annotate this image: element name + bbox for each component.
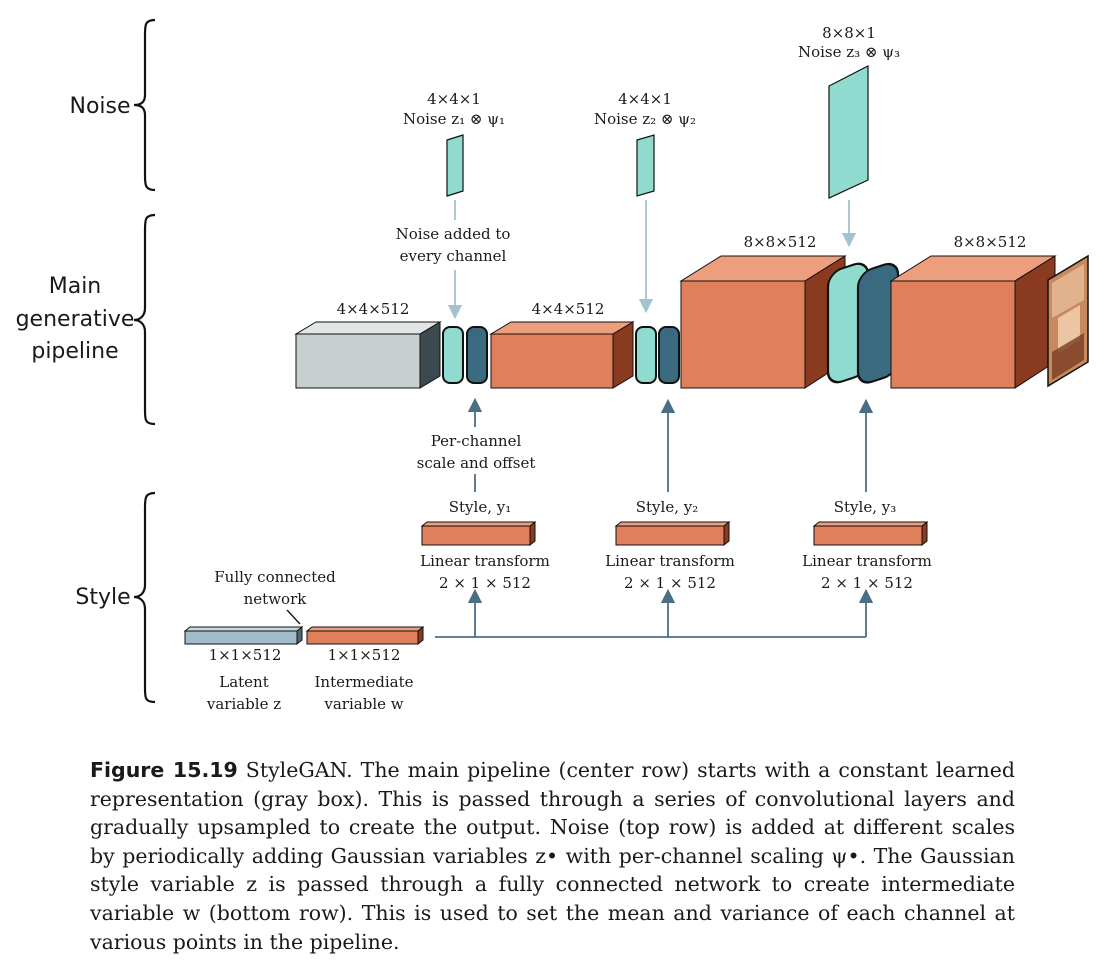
style-1-transform: Linear transform bbox=[420, 552, 550, 570]
style-row-label: Style bbox=[75, 585, 130, 610]
style-3-label: Style, y₃ bbox=[834, 498, 896, 516]
output-image bbox=[1047, 254, 1089, 388]
main-row-label-line3: pipeline bbox=[31, 339, 118, 364]
noise-added-line1: Noise added to bbox=[396, 225, 511, 243]
noise-row-label: Noise bbox=[69, 94, 130, 119]
intermediate-label-line1: Intermediate bbox=[314, 673, 413, 691]
noise-map-2-size: 4×4×1 bbox=[618, 90, 672, 108]
noise-map-1-label: Noise z₁ ⊗ ψ₁ bbox=[403, 110, 505, 128]
latent-variable-bar bbox=[183, 625, 304, 646]
caption-text: StyleGAN. The main pipeline (center row)… bbox=[90, 758, 1015, 954]
block-2-size: 4×4×512 bbox=[532, 300, 605, 318]
noise-map-3-size: 8×8×1 bbox=[822, 24, 876, 42]
adain-layer-2 bbox=[658, 326, 680, 384]
style-3-transform: Linear transform bbox=[802, 552, 932, 570]
per-channel-line2: scale and offset bbox=[417, 454, 536, 472]
noise-map-1-size: 4×4×1 bbox=[427, 90, 481, 108]
figure-label: Figure 15.19 bbox=[90, 758, 238, 782]
fully-connected-pointer bbox=[286, 609, 301, 625]
block-1-size: 4×4×512 bbox=[337, 300, 410, 318]
style-transform-2: Style, y₂ Linear transform 2 × 1 × 512 bbox=[605, 498, 735, 592]
latent-size: 1×1×512 bbox=[209, 646, 282, 664]
stylegan-diagram: Noise Main generative pipeline Style 4×4… bbox=[16, 18, 1089, 713]
adain-layer-1 bbox=[466, 326, 488, 384]
noise-map-3-label: Noise z₃ ⊗ ψ₃ bbox=[798, 43, 900, 61]
block-3-size: 8×8×512 bbox=[744, 233, 817, 251]
fully-connected-line2: network bbox=[244, 590, 308, 608]
style-transform-1: Style, y₁ Linear transform 2 × 1 × 512 bbox=[420, 498, 550, 592]
intermediate-label-line2: variable w bbox=[323, 695, 403, 713]
style-2-transform: Linear transform bbox=[605, 552, 735, 570]
latent-label-line2: variable z bbox=[206, 695, 281, 713]
conv-block-2 bbox=[679, 255, 847, 389]
main-row-brace bbox=[133, 213, 156, 426]
figure-caption: Figure 15.19 StyleGAN. The main pipeline… bbox=[90, 756, 1015, 956]
noise-add-layer-2 bbox=[635, 326, 657, 384]
style-3-size: 2 × 1 × 512 bbox=[821, 574, 913, 592]
style-transform-3: Style, y₃ Linear transform 2 × 1 × 512 bbox=[802, 498, 932, 592]
noise-map-3: 8×8×1 Noise z₃ ⊗ ψ₃ bbox=[798, 24, 900, 199]
intermediate-variable-bar bbox=[305, 625, 425, 646]
conv-block-3 bbox=[889, 255, 1057, 389]
noise-map-2-label: Noise z₂ ⊗ ψ₂ bbox=[594, 110, 696, 128]
style-2-label: Style, y₂ bbox=[636, 498, 698, 516]
main-row-label-line1: Main bbox=[49, 274, 102, 299]
style-2-size: 2 × 1 × 512 bbox=[624, 574, 716, 592]
main-row-label-line2: generative bbox=[16, 307, 135, 332]
constant-block bbox=[294, 321, 442, 389]
noise-row-brace bbox=[133, 18, 156, 192]
style-1-size: 2 × 1 × 512 bbox=[439, 574, 531, 592]
noise-map-2: 4×4×1 Noise z₂ ⊗ ψ₂ bbox=[594, 90, 696, 197]
style-1-label: Style, y₁ bbox=[449, 498, 511, 516]
fully-connected-line1: Fully connected bbox=[214, 568, 336, 586]
latent-label-line1: Latent bbox=[219, 673, 269, 691]
noise-arrows bbox=[447, 200, 857, 320]
style-row-brace bbox=[133, 491, 156, 704]
noise-map-1: 4×4×1 Noise z₁ ⊗ ψ₁ bbox=[403, 90, 505, 197]
noise-added-line2: every channel bbox=[400, 247, 507, 265]
per-channel-line1: Per-channel bbox=[431, 432, 522, 450]
conv-block-1 bbox=[489, 321, 635, 389]
noise-add-layer-1 bbox=[442, 326, 464, 384]
block-4-size: 8×8×512 bbox=[954, 233, 1027, 251]
style-arrows bbox=[435, 397, 874, 638]
intermediate-size: 1×1×512 bbox=[328, 646, 401, 664]
